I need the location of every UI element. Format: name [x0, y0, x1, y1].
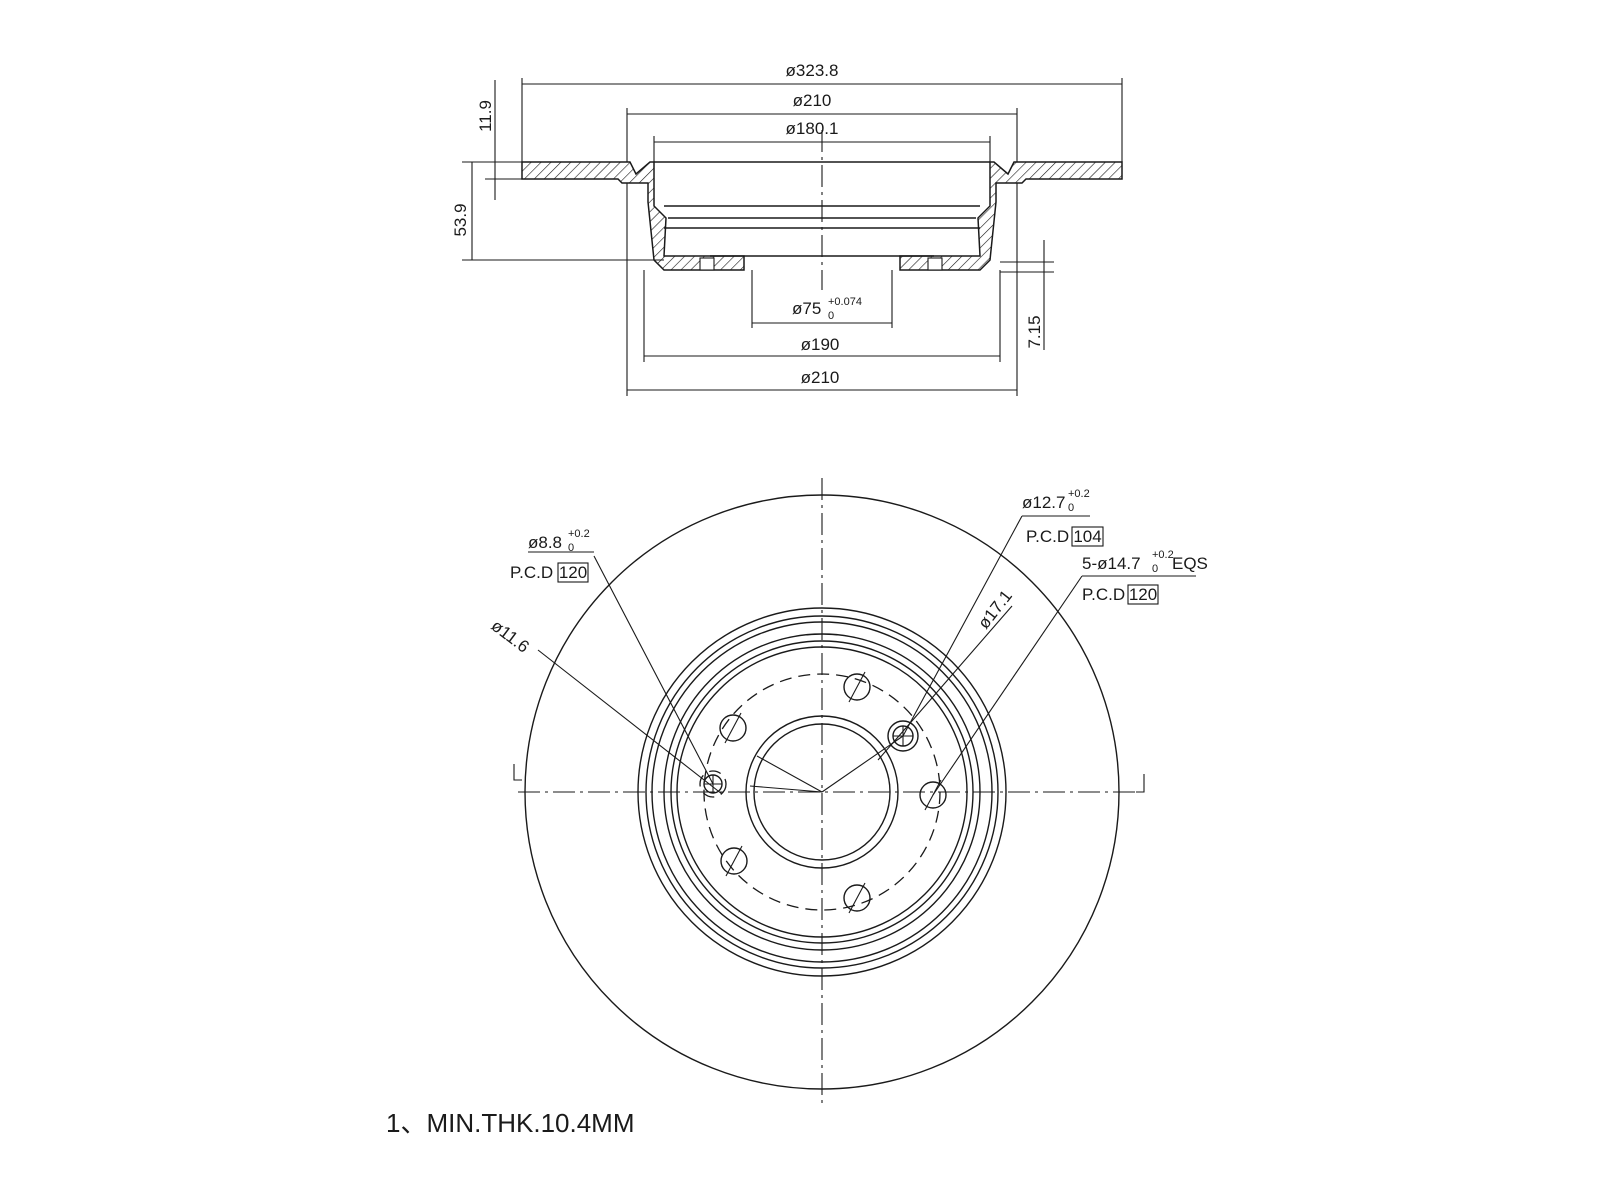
- hole-a-pcd-label: P.C.D: [510, 563, 553, 582]
- hole-b-pcd-value: 104: [1073, 527, 1101, 546]
- hole-b: [887, 720, 919, 752]
- dim-thickness: 11.9: [476, 100, 495, 132]
- section-view: ø323.8 ø210 ø180.1 11.9 53.9 ø75 +0.074 …: [451, 61, 1123, 396]
- hub-bore-outer: [745, 715, 899, 869]
- stud-tol-upper: +0.2: [1152, 549, 1174, 561]
- note-min-thickness: 1、MIN.THK.10.4MM: [386, 1108, 635, 1138]
- section-right-profile: [899, 161, 1123, 271]
- dim-bore: ø75: [792, 299, 821, 318]
- bolt-holes: [719, 671, 947, 914]
- dim-hat-dia-top: ø210: [793, 91, 832, 110]
- dim-inner-dia: ø180.1: [786, 119, 839, 138]
- hole-b-dia: ø12.7: [1022, 493, 1065, 512]
- disc-outer-edge: [524, 494, 1120, 1090]
- stud-tol-lower: 0: [1152, 563, 1158, 575]
- hole-a-tol-lower: 0: [568, 542, 574, 554]
- stud-pcd-value: 120: [1129, 585, 1157, 604]
- dim-face-dia: ø190: [801, 335, 840, 354]
- plan-view: ø8.8 +0.2 0 P.C.D 120 ø11.6 ø12.7 +0.2 0…: [488, 478, 1208, 1108]
- hole-b-tol-lower: 0: [1068, 502, 1074, 514]
- hole-a-tol-upper: +0.2: [568, 528, 590, 540]
- dim-height: 53.9: [451, 203, 470, 236]
- pcd-circle: [703, 673, 941, 911]
- dim-bore-tol-lower: 0: [828, 310, 834, 322]
- dim-flange-thk: 7.15: [1025, 315, 1044, 348]
- hub-bore: [753, 723, 891, 861]
- stud-pcd-label: P.C.D: [1082, 585, 1125, 604]
- dim-bore-tol-upper: +0.074: [828, 296, 862, 308]
- stud-suffix: EQS: [1172, 554, 1208, 573]
- stud-prefix: 5-ø14.7: [1082, 554, 1141, 573]
- hole-b-tol-upper: +0.2: [1068, 488, 1090, 500]
- hole-a-pcd-value: 120: [559, 563, 587, 582]
- section-left-profile: [521, 161, 745, 271]
- hole-a-dia: ø8.8: [528, 533, 562, 552]
- dim-hat-dia-bottom: ø210: [801, 368, 840, 387]
- hole-b-pcd-label: P.C.D: [1026, 527, 1069, 546]
- dim-outer-dia: ø323.8: [786, 61, 839, 80]
- counterbore-dia: ø11.6: [488, 616, 533, 657]
